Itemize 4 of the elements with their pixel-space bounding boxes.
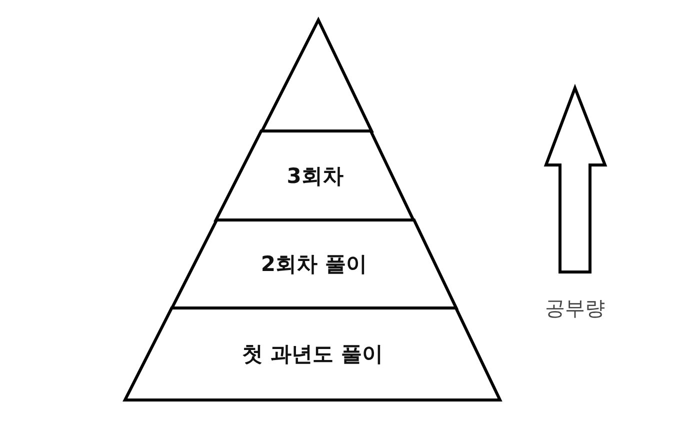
tier-label: 3회차 xyxy=(286,162,344,190)
tier-label: 첫 과년도 풀이 xyxy=(241,341,384,368)
tier-label: 2회차 풀이 xyxy=(260,251,368,278)
axis-label: 공부량 xyxy=(545,295,605,322)
